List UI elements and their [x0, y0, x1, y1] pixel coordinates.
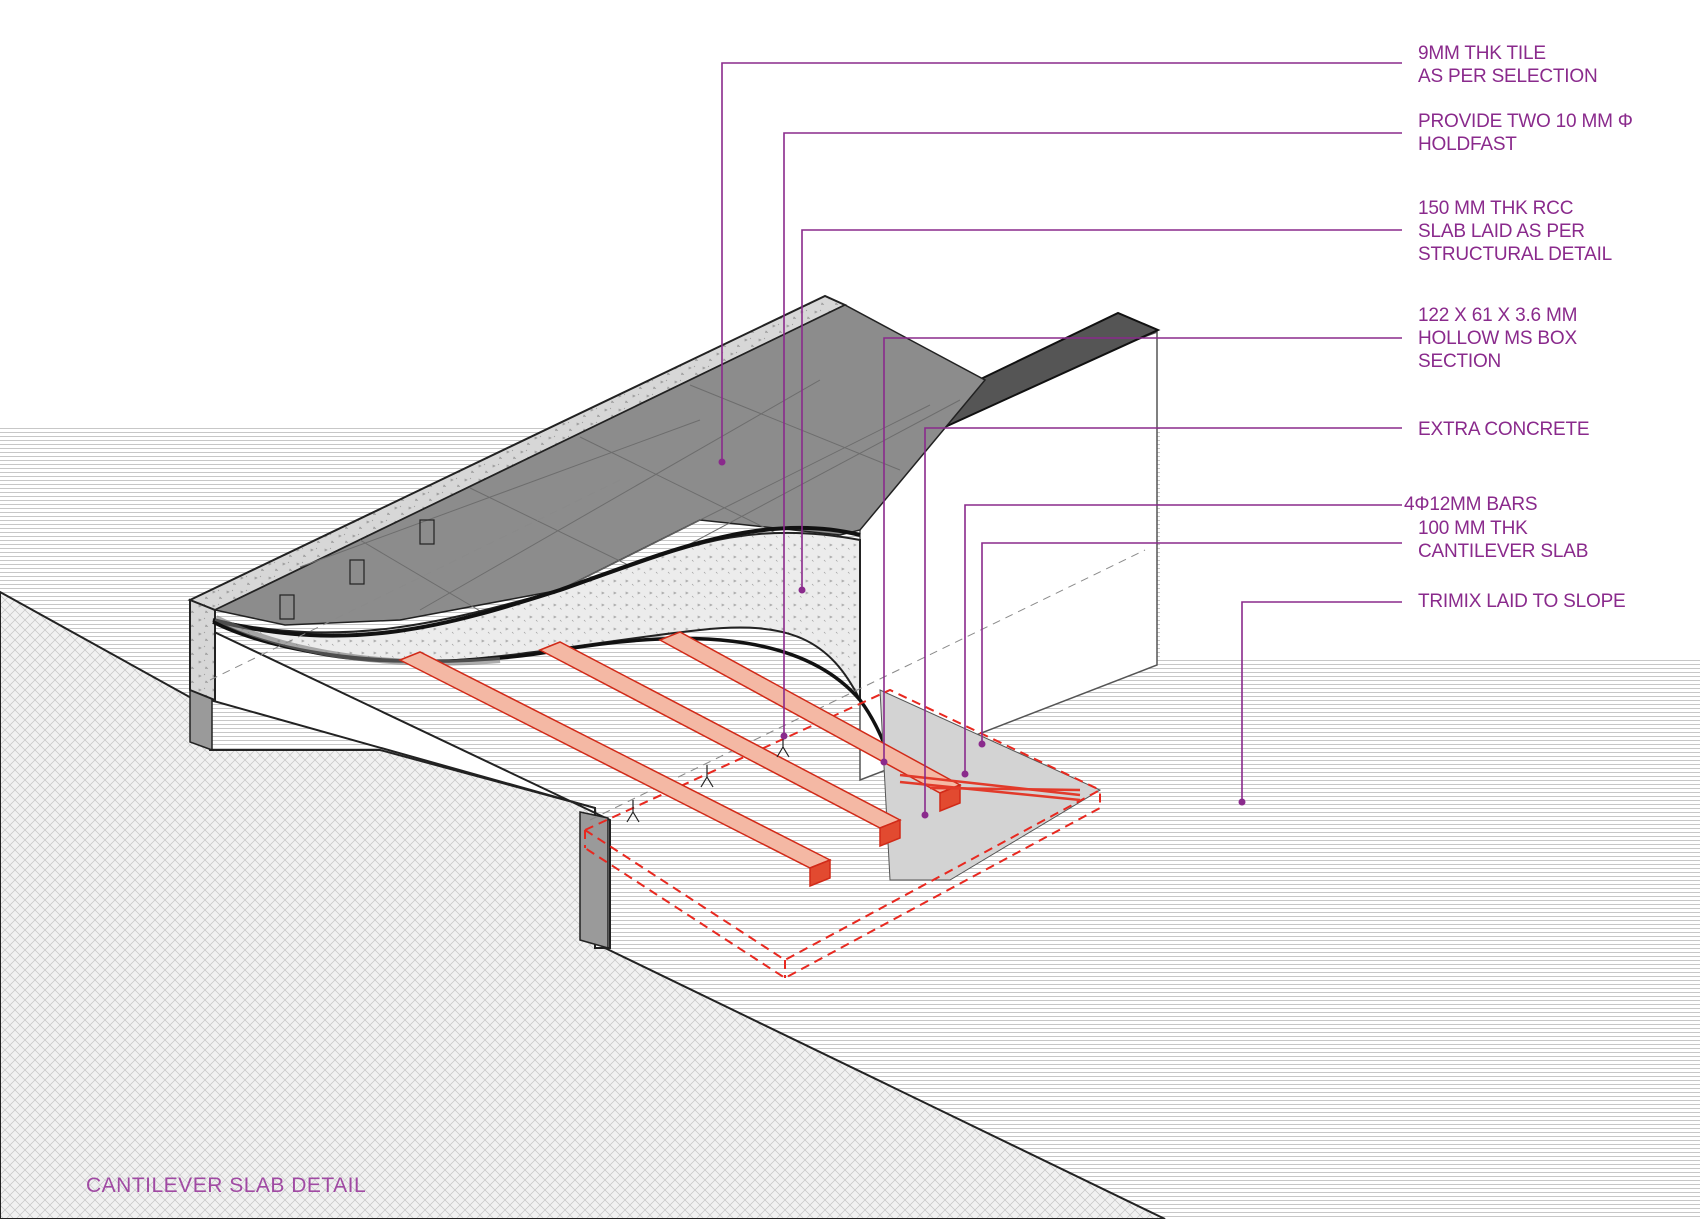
callout-line: TRIMIX LAID TO SLOPE — [1418, 591, 1626, 612]
leader-dot-rcc — [798, 586, 806, 594]
callout-extra: EXTRA CONCRETE — [1418, 418, 1590, 441]
callout-line: 100 MM THK — [1418, 518, 1528, 539]
leader-line-holdfast — [783, 132, 1402, 736]
leader-dot-bars — [961, 770, 969, 778]
callout-line: HOLDFAST — [1418, 134, 1517, 155]
leader-lines — [718, 62, 1402, 819]
holdfast-marks — [279, 519, 790, 823]
leader-line-extra — [924, 427, 1402, 815]
leader-line-rcc — [801, 229, 1402, 590]
leader-line-bars — [964, 504, 1402, 774]
ms-box-sections — [398, 631, 962, 888]
callout-line: SLAB LAID AS PER — [1418, 221, 1585, 242]
callout-line: SECTION — [1418, 351, 1502, 372]
leader-line-tile — [721, 62, 1402, 462]
leader-dot-cant — [978, 740, 986, 748]
leader-dot-trimix — [1238, 798, 1246, 806]
callout-line: 4Φ12MM BARS — [1404, 494, 1538, 515]
lower-wall — [189, 628, 611, 949]
callout-line: EXTRA CONCRETE — [1418, 419, 1590, 440]
leader-dot-tile — [718, 458, 726, 466]
leader-line-box — [883, 337, 1402, 762]
callout-trimix: TRIMIX LAID TO SLOPE — [1418, 590, 1626, 613]
leader-dot-holdfast — [780, 732, 788, 740]
callout-line: 122 X 61 X 3.6 MM — [1418, 305, 1578, 326]
leader-dot-box — [880, 758, 888, 766]
callout-line: 9MM THK TILE — [1418, 43, 1546, 64]
rebar — [899, 773, 1081, 802]
callout-bars: 4Φ12MM BARS — [1404, 493, 1538, 516]
callout-line: STRUCTURAL DETAIL — [1418, 244, 1613, 265]
leader-line-trimix — [1241, 601, 1402, 802]
callout-line: CANTILEVER SLAB — [1418, 541, 1589, 562]
leader-dot-extra — [921, 811, 929, 819]
callout-line: AS PER SELECTION — [1418, 66, 1598, 87]
leader-line-cant — [981, 542, 1402, 744]
grey-dashed-guides — [209, 479, 1146, 821]
dashed-outline — [584, 688, 1101, 980]
callout-line: 150 MM THK RCC — [1418, 198, 1574, 219]
callout-line: HOLLOW MS BOX — [1418, 328, 1577, 349]
callout-line: PROVIDE TWO 10 MM Φ — [1418, 111, 1633, 132]
drawing-title: CANTILEVER SLAB DETAIL — [86, 1174, 367, 1197]
